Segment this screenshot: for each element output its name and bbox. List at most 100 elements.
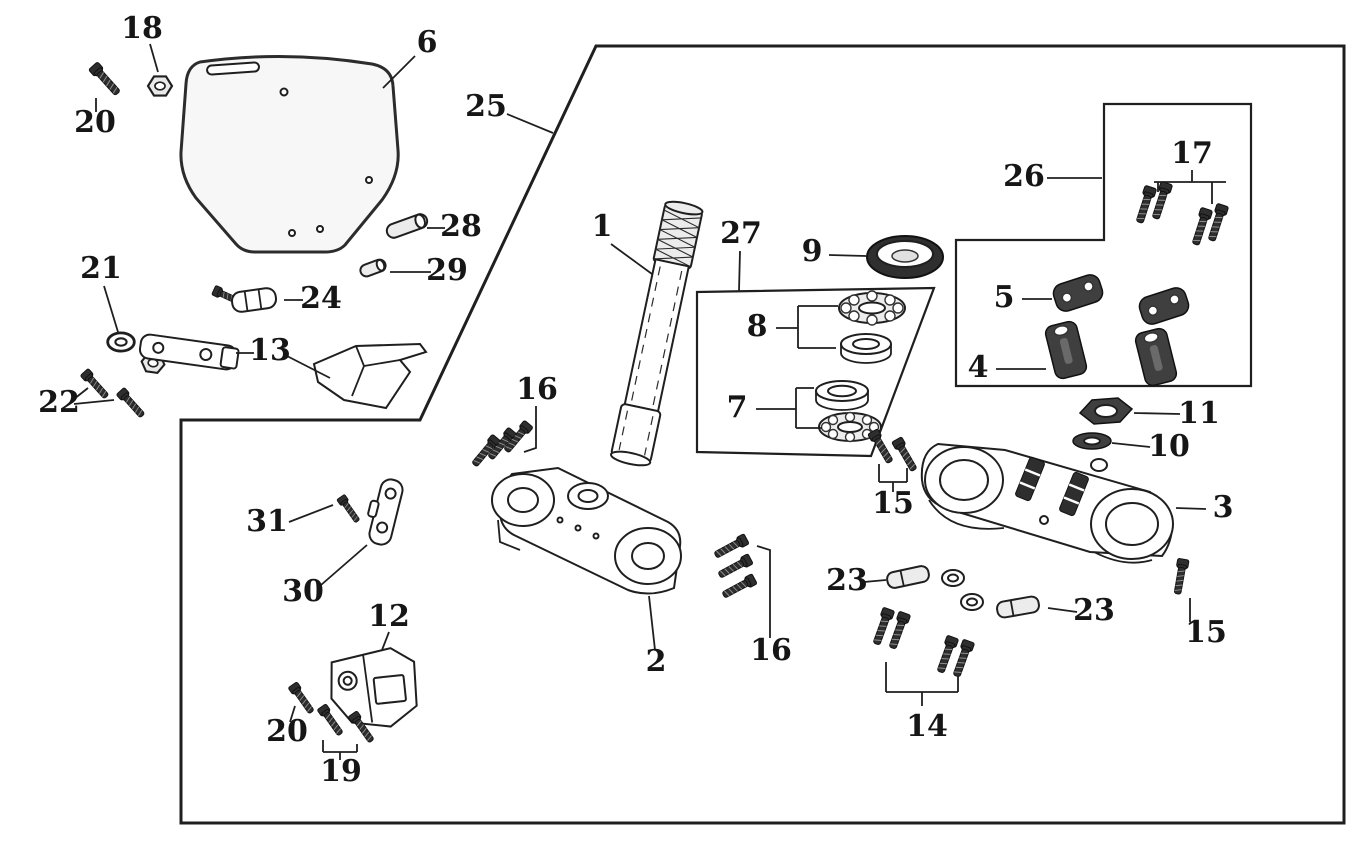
- part-6-number-plate: [179, 54, 400, 254]
- callout-16a: 16: [516, 372, 558, 453]
- callout-2: 2: [646, 595, 667, 679]
- part-9-dust-cover: [866, 235, 944, 279]
- callout-17: 17: [1154, 136, 1226, 204]
- callout-23a: 23: [826, 563, 887, 598]
- callout-13: 13: [236, 333, 331, 379]
- callout-6-label: 6: [417, 25, 438, 60]
- part-5-handlebar-clamps: [1052, 274, 1190, 325]
- part-29-pin: [359, 258, 387, 278]
- callout-4-label: 4: [968, 350, 989, 385]
- callout-19: 19: [320, 740, 362, 789]
- callout-27: 27: [720, 216, 762, 292]
- callout-21: 21: [80, 251, 122, 333]
- callout-18-label: 18: [121, 11, 163, 46]
- callout-9: 9: [802, 234, 867, 269]
- part-12-bracket: [330, 647, 418, 728]
- part-8-upper-bearing: [838, 290, 906, 364]
- callout-9-label: 9: [802, 234, 823, 269]
- callout-7: 7: [727, 387, 822, 429]
- callout-26-label: 26: [1003, 159, 1045, 194]
- callout-3: 3: [1175, 490, 1234, 525]
- callout-24: 24: [284, 281, 342, 316]
- callout-16b-label: 16: [750, 633, 792, 668]
- part-2-bottom-triple-clamp: [491, 466, 682, 595]
- part-24-clamp-bolt: [211, 284, 278, 313]
- part-17-bolts: [1133, 180, 1230, 247]
- callout-30: 30: [282, 544, 368, 609]
- callout-13-label: 13: [249, 333, 291, 368]
- callout-3-label: 3: [1213, 490, 1234, 525]
- callout-29-label: 29: [426, 253, 468, 288]
- callout-11: 11: [1133, 396, 1220, 431]
- callout-25-label: 25: [465, 89, 507, 124]
- callout-31-label: 31: [246, 504, 288, 539]
- callout-15a: 15: [872, 464, 914, 521]
- part-22-bolts: [79, 367, 147, 420]
- callout-7-label: 7: [727, 390, 748, 425]
- callout-19-label: 19: [320, 754, 362, 789]
- callout-14: 14: [885, 662, 959, 744]
- callout-2-label: 2: [646, 644, 667, 679]
- callout-21-label: 21: [80, 251, 122, 286]
- callout-17-label: 17: [1171, 136, 1213, 171]
- callout-12-label: 12: [368, 599, 410, 634]
- callout-15b-label: 15: [1185, 615, 1227, 650]
- part-7-lower-bearing: [815, 380, 882, 443]
- callout-14-label: 14: [906, 709, 948, 744]
- part-11-stem-nut: [1078, 397, 1134, 425]
- callout-26: 26: [1003, 159, 1102, 194]
- part-13-mount-bracket: [138, 333, 428, 410]
- callout-5-label: 5: [994, 280, 1015, 315]
- part-3-top-bridge: [920, 442, 1174, 564]
- part-18-nut: [146, 75, 174, 97]
- callout-12: 12: [368, 599, 410, 651]
- callout-23b-label: 23: [1073, 593, 1115, 628]
- part-25-panel-border: [179, 44, 1346, 825]
- part-1-steering-stem: [610, 200, 704, 467]
- part-4-handlebar-holders: [1044, 320, 1178, 387]
- callout-22: 22: [38, 385, 115, 420]
- part-23-spacers-a: [886, 565, 965, 589]
- callout-16a-label: 16: [516, 372, 558, 407]
- callout-4: 4: [968, 350, 1046, 385]
- part-20-bolt-b: [287, 681, 317, 716]
- callout-18: 18: [121, 11, 163, 73]
- callout-31: 31: [246, 504, 334, 539]
- callout-28-label: 28: [440, 209, 482, 244]
- callout-16b: 16: [750, 545, 792, 668]
- part-10-washer: [1072, 432, 1112, 450]
- part-30-strap-bracket: [367, 478, 404, 546]
- callout-22-label: 22: [38, 385, 80, 420]
- callout-6: 6: [382, 25, 438, 89]
- callout-30-label: 30: [282, 574, 324, 609]
- callout-11-label: 11: [1178, 396, 1220, 431]
- part-16-bolts-b: [712, 533, 758, 601]
- callout-5: 5: [994, 280, 1052, 315]
- callout-10: 10: [1111, 429, 1190, 464]
- part-26-kit-box: [954, 102, 1253, 388]
- callout-25: 25: [465, 89, 554, 134]
- callout-15a-label: 15: [872, 486, 914, 521]
- callout-23a-label: 23: [826, 563, 868, 598]
- callout-10-label: 10: [1148, 429, 1190, 464]
- callout-20b: 20: [266, 705, 308, 749]
- callout-1-label: 1: [592, 209, 613, 244]
- part-23-spacers-b: [960, 593, 1040, 619]
- part-20-bolt-a: [88, 61, 123, 98]
- callout-23b: 23: [1047, 593, 1115, 628]
- part-31-bolt: [336, 493, 362, 525]
- callout-8: 8: [747, 305, 838, 349]
- callout-20a: 20: [74, 98, 116, 140]
- callout-24-label: 24: [300, 281, 342, 316]
- callout-28: 28: [427, 209, 482, 244]
- callout-8-label: 8: [747, 309, 768, 344]
- part-15-bolt-b: [1171, 557, 1190, 596]
- callout-29: 29: [390, 253, 468, 288]
- part-15-bolts-a: [867, 428, 920, 474]
- callout-27-label: 27: [720, 216, 762, 251]
- callout-20a-label: 20: [74, 105, 116, 140]
- callout-15b: 15: [1185, 598, 1227, 650]
- part-28-pin: [385, 213, 429, 239]
